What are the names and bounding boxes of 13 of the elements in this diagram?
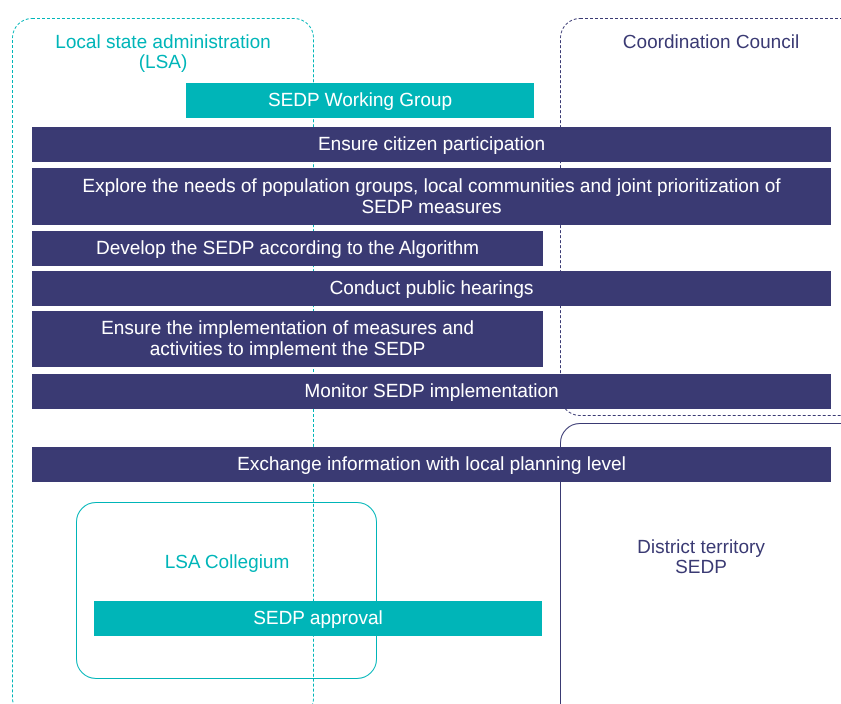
region-title: Local state administration (LSA) [54,33,272,73]
task-bar: Monitor SEDP implementation [32,374,831,409]
task-bar: SEDP approval [94,601,542,636]
task-bar: Develop the SEDP according to the Algorithm [32,231,543,266]
task-bar: SEDP Working Group [186,83,534,118]
task-bar: Conduct public hearings [32,271,831,306]
region-title: Coordination Council [622,33,800,53]
task-bar: Ensure citizen participation [32,127,831,162]
task-bar: Explore the needs of population groups, local communities and joint prioritization of SEDP measures [32,168,831,225]
task-bar: Exchange information with local planning level [32,447,831,482]
task-bar: Ensure the implementation of measures and activities to implement the SEDP [32,311,543,367]
region-title: LSA Collegium [164,553,290,573]
region-title: District territory SEDP [636,538,766,578]
